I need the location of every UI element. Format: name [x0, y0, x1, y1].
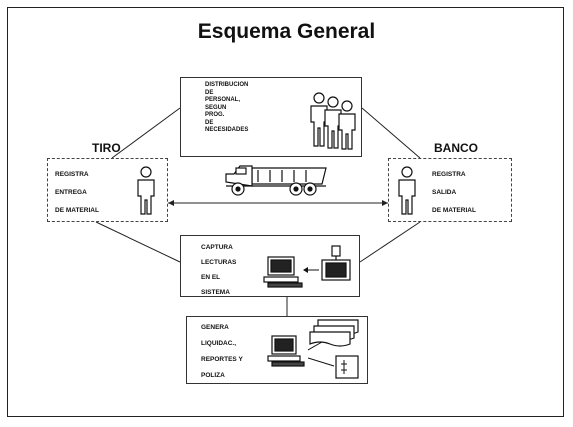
people-group-icon	[310, 92, 356, 150]
tiro-label: TIRO	[92, 141, 121, 155]
text-line: EN EL	[201, 274, 221, 281]
text-line: CAPTURA	[201, 244, 233, 251]
text-line: SEGUN	[205, 104, 227, 111]
text-line: PERSONAL,	[205, 97, 241, 103]
text-line: REPORTES Y	[201, 356, 243, 363]
slide-frame	[7, 7, 564, 417]
banco-register-text: REGISTRA SALIDA DE MATERIAL	[432, 166, 476, 220]
text-line: LIQUIDAC.,	[201, 340, 237, 347]
computer-icon	[263, 256, 303, 288]
dump-truck-icon	[225, 165, 327, 196]
text-line: DE	[205, 119, 214, 126]
text-line: ENTREGA	[55, 189, 87, 196]
text-line: REGISTRA	[432, 171, 466, 178]
banco-label: BANCO	[434, 141, 478, 155]
text-line: SALIDA	[432, 189, 457, 196]
documents-icon	[308, 319, 359, 379]
report-generation-text: GENERA LIQUIDAC., REPORTES Y POLIZA	[201, 320, 243, 384]
diagram-title: Esquema General	[197, 20, 376, 43]
text-line: LECTURAS	[201, 259, 237, 266]
text-line: DE MATERIAL	[432, 207, 476, 214]
person-icon	[137, 166, 155, 215]
text-line: REGISTRA	[55, 171, 89, 178]
text-line: POLIZA	[201, 372, 225, 379]
text-line: DISTRIBUCION	[205, 82, 249, 88]
person-icon	[398, 166, 416, 215]
text-line: DE	[205, 89, 214, 96]
text-line: NECESIDADES	[205, 127, 249, 133]
text-line: SISTEMA	[201, 289, 230, 296]
tiro-register-text: REGISTRA ENTREGA DE MATERIAL	[55, 166, 99, 220]
text-line: GENERA	[201, 324, 229, 331]
text-line: PROG.	[205, 112, 225, 118]
text-line: DE MATERIAL	[55, 207, 99, 214]
reading-capture-text: CAPTURA LECTURAS EN EL SISTEMA	[201, 240, 236, 300]
computer-icon	[267, 335, 305, 367]
arrow-left-icon	[303, 267, 319, 273]
terminal-icon	[321, 245, 351, 281]
personnel-distribution-text: DISTRIBUCION DE PERSONAL, SEGUN PROG. DE…	[205, 82, 248, 135]
